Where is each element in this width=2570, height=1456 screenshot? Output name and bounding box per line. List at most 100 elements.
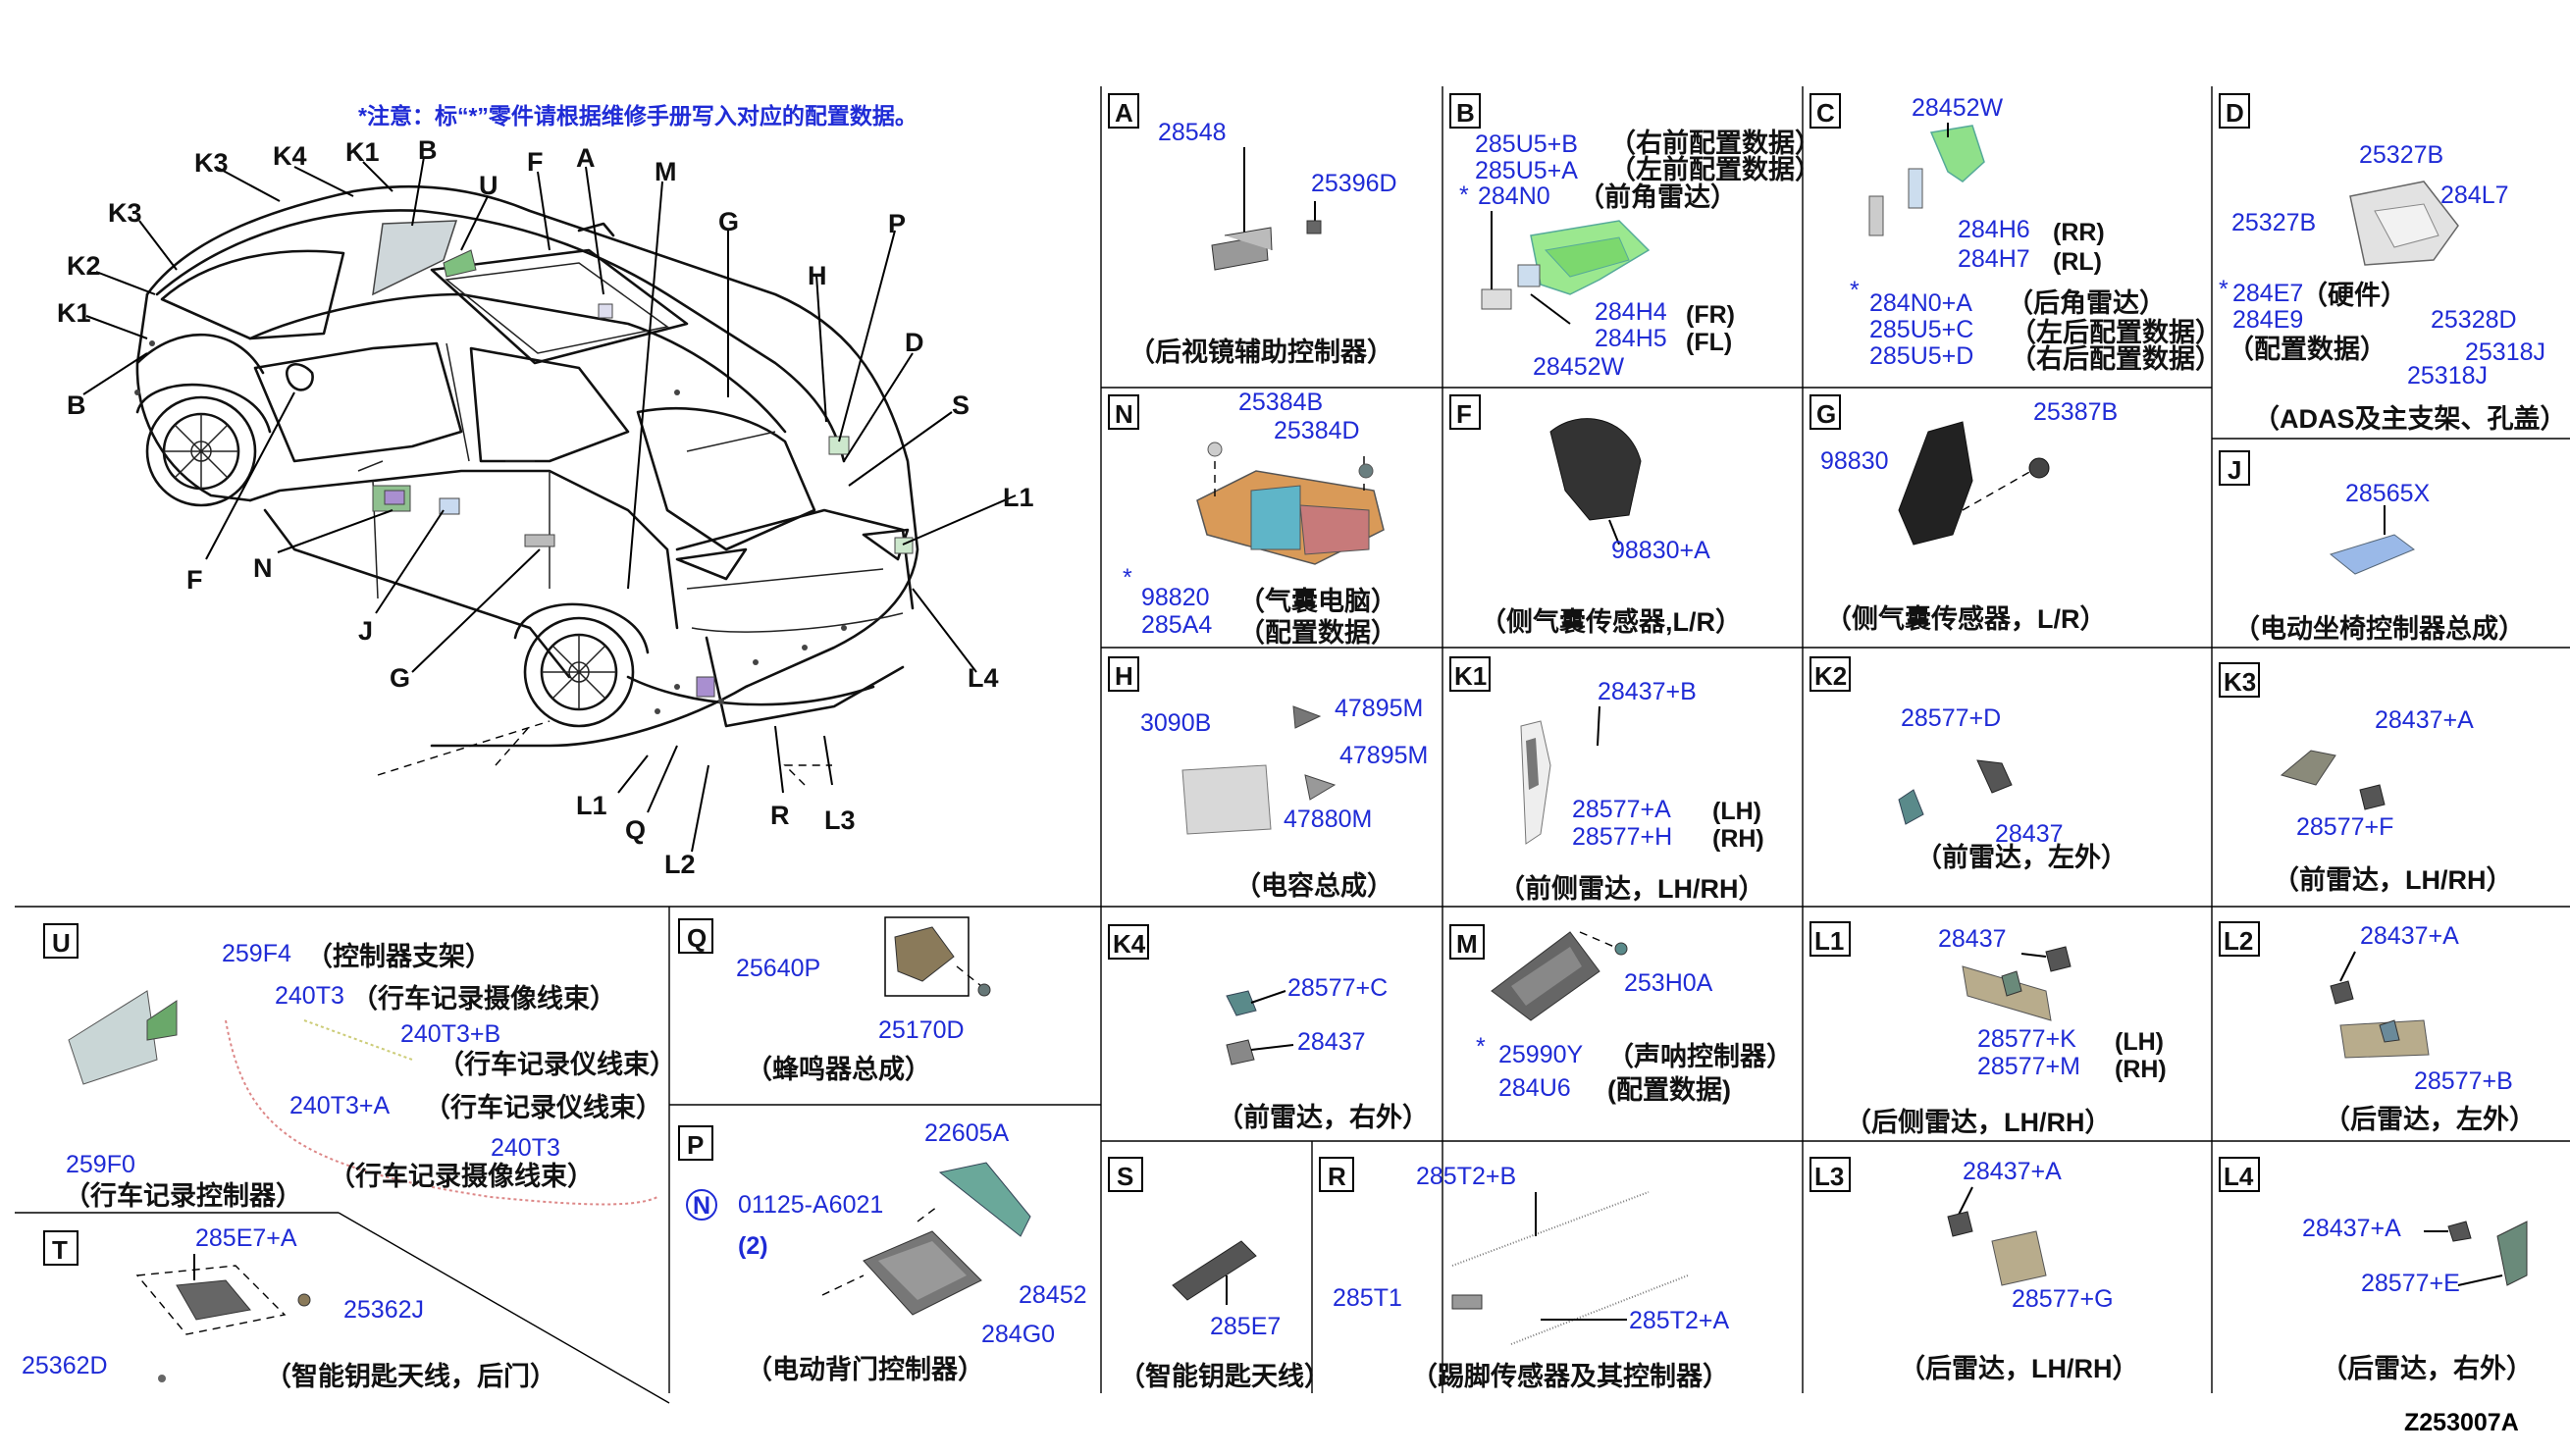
- part-285u5a: 285U5+A: [1475, 157, 1578, 184]
- label-right-front-config: （右前配置数据）: [1609, 128, 1821, 158]
- part-28452w-c: 28452W: [1912, 94, 2004, 122]
- callout-q: Q: [625, 815, 646, 845]
- part-240t3-2: 240T3: [491, 1134, 560, 1162]
- part-253h0a: 253H0A: [1624, 969, 1713, 997]
- callout-s: S: [952, 390, 970, 420]
- panel-q-code: Q: [687, 923, 707, 953]
- callout-g-top: G: [718, 207, 739, 236]
- part-28437a-l3: 28437+A: [1963, 1158, 2062, 1185]
- label-left-rear-config: （左后配置数据）: [2010, 318, 2222, 347]
- part-25990y: 25990Y: [1498, 1041, 1584, 1068]
- panel-f-caption: （侧气囊传感器,L/R）: [1480, 606, 1742, 637]
- part-25327b-2: 25327B: [2231, 209, 2316, 236]
- panel-d-caption: （ADAS及主支架、孔盖）: [2253, 404, 2567, 434]
- panel-g: G 25387B 98830 （侧气囊传感器，L/R）: [1809, 394, 2118, 634]
- panel-a-code: A: [1115, 98, 1133, 128]
- part-284l7: 284L7: [2440, 182, 2509, 209]
- part-25362j: 25362J: [343, 1296, 424, 1324]
- part-28452: 28452: [1019, 1281, 1087, 1309]
- panel-q: Q 25640P 25170D （蜂鸣器总成）: [678, 916, 991, 1084]
- panel-k2-code: K2: [1814, 661, 1847, 691]
- callout-a: A: [576, 143, 596, 173]
- panel-u: U 259F4 （控制器支架） 240T3 （行车记录摄像线束） 240T3+B…: [43, 923, 676, 1211]
- panel-s-caption: （智能钥匙天线）: [1119, 1361, 1331, 1391]
- panel-r-code: R: [1328, 1162, 1346, 1191]
- panel-n: N 25384B 25384D * 98820 （气囊电脑） 285A4 （配置…: [1108, 389, 1397, 648]
- part-285t2a: 285T2+A: [1629, 1307, 1729, 1334]
- panel-k1: K1 28437+B 28577+A (LH) 28577+H (RH) （前侧…: [1449, 656, 1765, 904]
- callout-u: U: [479, 171, 498, 200]
- panel-m: M 253H0A * 25990Y （声呐控制器） 284U6 (配置数据): [1449, 924, 1793, 1105]
- callout-h: H: [808, 261, 827, 290]
- star-mark-c: *: [1850, 277, 1860, 304]
- callout-k2: K2: [67, 251, 101, 281]
- part-28577b: 28577+B: [2414, 1067, 2513, 1095]
- callout-l1-right: L1: [1003, 483, 1034, 512]
- star-mark-d: *: [2219, 276, 2229, 303]
- panel-g-code: G: [1816, 399, 1836, 429]
- part-qty-2: (2): [738, 1232, 768, 1260]
- part-98830: 98830: [1820, 447, 1889, 475]
- panel-s: S 285E7 （智能钥匙天线）: [1108, 1157, 1331, 1391]
- panel-r-caption: （踢脚传感器及其控制器）: [1411, 1361, 1729, 1391]
- label-recorder-camera-harness-1: （行车记录摄像线束）: [351, 983, 616, 1014]
- label-right-rear-config: （右后配置数据）: [2010, 344, 2222, 374]
- label-config-data-m: (配置数据): [1607, 1075, 1731, 1105]
- part-3090b: 3090B: [1140, 709, 1211, 737]
- part-240t3a: 240T3+A: [289, 1092, 390, 1119]
- panel-k2: K2 28577+D 28437 （前雷达，左外）: [1809, 656, 2127, 872]
- part-284u6: 284U6: [1498, 1074, 1571, 1102]
- part-285a4: 285A4: [1141, 611, 1212, 639]
- part-22605a: 22605A: [924, 1119, 1010, 1147]
- part-25384d: 25384D: [1274, 417, 1360, 444]
- panel-k1-caption: （前侧雷达，LH/RH）: [1498, 873, 1765, 904]
- label-config-data-d: （配置数据）: [2228, 335, 2386, 364]
- panel-l2: L2 28437+A 28577+B （后雷达，左外）: [2219, 921, 2536, 1134]
- grid-lines: [15, 86, 2570, 1404]
- note-text: *注意：标“*”零件请根据维修手册写入对应的配置数据。: [358, 103, 918, 129]
- part-98820: 98820: [1141, 584, 1210, 611]
- part-28577e: 28577+E: [2361, 1270, 2460, 1297]
- part-285u5b: 285U5+B: [1475, 130, 1578, 158]
- panel-t-caption: （智能钥匙天线，后门）: [265, 1361, 556, 1391]
- label-front-corner-radar: （前角雷达）: [1578, 182, 1737, 212]
- part-28437-l1: 28437: [1938, 925, 2007, 953]
- panel-a: A 28548 25396D （后视镜辅助控制器）: [1108, 93, 1397, 367]
- car-callouts: K3 K4 K1 B U F A M K3 K2 K1 B G H P D S …: [57, 135, 1034, 879]
- panel-l3-caption: （后雷达，LH/RH）: [1899, 1354, 2139, 1383]
- part-28577a: 28577+A: [1572, 796, 1671, 823]
- part-28452w-b: 28452W: [1533, 353, 1625, 381]
- star-mark-n: *: [1123, 564, 1132, 592]
- callout-k1-top: K1: [345, 137, 380, 167]
- panel-m-code: M: [1456, 929, 1478, 959]
- part-285t1: 285T1: [1333, 1284, 1402, 1312]
- panel-l3: L3 28437+A 28577+G （后雷达，LH/RH）: [1809, 1157, 2139, 1383]
- figure-code: Z253007A: [2404, 1409, 2519, 1436]
- panel-c: C 28452W 284H6 (RR) 284H7 (RL) * 284N0+A…: [1809, 93, 2222, 374]
- part-25640p: 25640P: [736, 955, 820, 982]
- part-47895m-2: 47895M: [1339, 742, 1428, 769]
- part-25318j-1: 25318J: [2465, 338, 2545, 366]
- part-28437-k4: 28437: [1297, 1028, 1366, 1056]
- panel-p: P 22605A N 01125-A6021 (2) 28452 284G0 （…: [678, 1119, 1087, 1384]
- label-left-front-config: （左前配置数据）: [1609, 154, 1821, 184]
- label-hardware: （硬件）: [2301, 281, 2407, 310]
- part-259f4: 259F4: [222, 940, 291, 967]
- part-28437a-l2: 28437+A: [2360, 922, 2459, 950]
- panel-k1-code: K1: [1454, 661, 1487, 691]
- part-28577g: 28577+G: [2012, 1285, 2114, 1313]
- callout-l2: L2: [664, 850, 696, 879]
- panel-d-code: D: [2226, 98, 2244, 128]
- part-28565x: 28565X: [2345, 480, 2431, 507]
- callout-b-top: B: [418, 135, 438, 165]
- panel-u-code: U: [52, 928, 71, 958]
- callout-f-bottom: F: [186, 565, 203, 595]
- callout-l3: L3: [824, 806, 856, 835]
- part-25396d: 25396D: [1311, 170, 1397, 197]
- panel-a-caption: （后视镜辅助控制器）: [1128, 338, 1393, 367]
- part-28577f: 28577+F: [2296, 813, 2393, 841]
- panel-l1: L1 28437 28577+K (LH) 28577+M (RH) （后侧雷达…: [1809, 921, 2167, 1137]
- callout-j: J: [358, 616, 373, 646]
- part-285e7: 285E7: [1210, 1313, 1281, 1340]
- panel-n-code: N: [1115, 399, 1133, 429]
